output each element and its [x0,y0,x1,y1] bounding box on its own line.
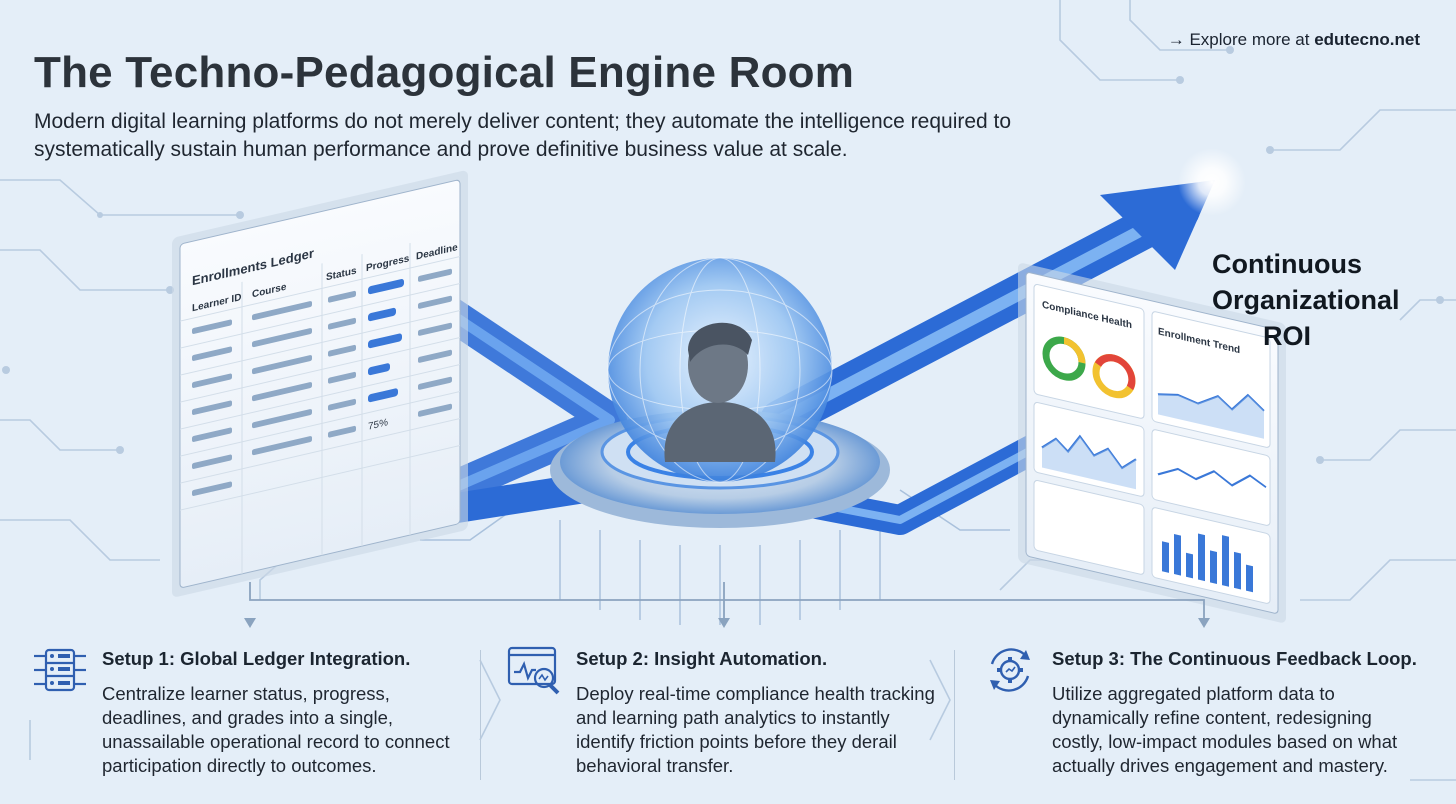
setup-3-title: Setup 3: The Continuous Feedback Loop. [1052,648,1417,669]
setup-2-body: Deploy real-time compliance health track… [576,683,935,776]
setup-1-title: Setup 1: Global Ledger Integration. [102,648,411,669]
explore-site[interactable]: edutecno.net [1314,30,1420,49]
learner-avatar-icon [664,322,776,462]
enrollments-ledger-panel: Enrollments Ledger Learner ID Course Sta… [172,170,468,597]
explore-link[interactable]: → Explore more at edutecno.net [1168,30,1420,50]
chip-traces [420,489,1010,625]
compliance-donut-green [1042,336,1086,381]
setup-2-title: Setup 2: Insight Automation. [576,648,828,669]
divider-1 [480,650,481,780]
setup-3-body: Utilize aggregated platform data to dyna… [1052,683,1398,776]
page-title: The Techno-Pedagogical Engine Room [34,48,855,97]
compliance-donut-red [1092,354,1136,399]
analytics-magnifier-icon [507,646,560,695]
feedback-loop-gear-icon [990,648,1030,692]
explore-prefix: → Explore more at [1167,30,1315,49]
setup-1-body: Centralize learner status, progress, dea… [102,683,450,776]
server-rack-icon [34,648,86,692]
ledger-progress-value: 75% [368,417,388,432]
page-subtitle: Modern digital learning platforms do not… [34,110,1012,161]
setup-connectors [249,582,1205,620]
trend-bars [1162,533,1253,593]
divider-2 [954,650,955,780]
analytics-dashboard-panel: Compliance Health Enrollment Trend [1018,263,1286,623]
roi-label: Continuous Organizational ROI [1212,249,1400,351]
